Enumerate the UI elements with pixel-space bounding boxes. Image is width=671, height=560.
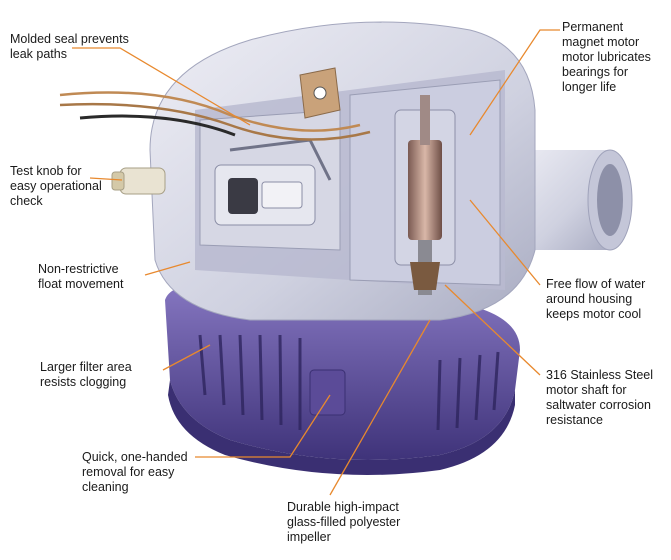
leader-molded-seal (72, 47, 251, 126)
callout-test-knob: Test knob for easy operational check (10, 164, 102, 208)
callout-molded-seal: Molded seal prevents leak paths (10, 32, 129, 61)
callout-larger-filter: Larger filter area resists clogging (40, 360, 132, 389)
callout-quick-removal: Quick, one-handed removal for easy clean… (82, 450, 188, 494)
leader-test-knob (89, 177, 123, 181)
callout-non-restrictive: Non-restrictive float movement (38, 262, 124, 291)
callout-impeller: Durable high-impact glass-filled polyest… (287, 500, 401, 544)
callout-permanent-magnet: Permanent magnet motor motor lubricates … (562, 20, 651, 94)
callout-stainless-shaft: 316 Stainless Steel motor shaft for salt… (546, 368, 654, 427)
leader-non-restrictive (144, 261, 191, 276)
leader-quick-removal (195, 394, 331, 458)
filter-slots (198, 334, 500, 431)
contact-bracket (299, 67, 341, 119)
pump-housing (149, 21, 536, 321)
removal-latch (309, 369, 346, 416)
leader-stainless-shaft (444, 284, 541, 376)
leader-impeller (329, 319, 431, 496)
leader-larger-filter (162, 344, 211, 371)
leader-permanent-magnet (469, 29, 560, 136)
leader-lines (72, 29, 560, 496)
leader-free-flow (469, 199, 541, 286)
test-knob (111, 167, 166, 195)
motor-assembly (394, 95, 456, 295)
callout-free-flow: Free flow of water around housing keeps … (546, 277, 646, 321)
power-wires (59, 91, 371, 141)
